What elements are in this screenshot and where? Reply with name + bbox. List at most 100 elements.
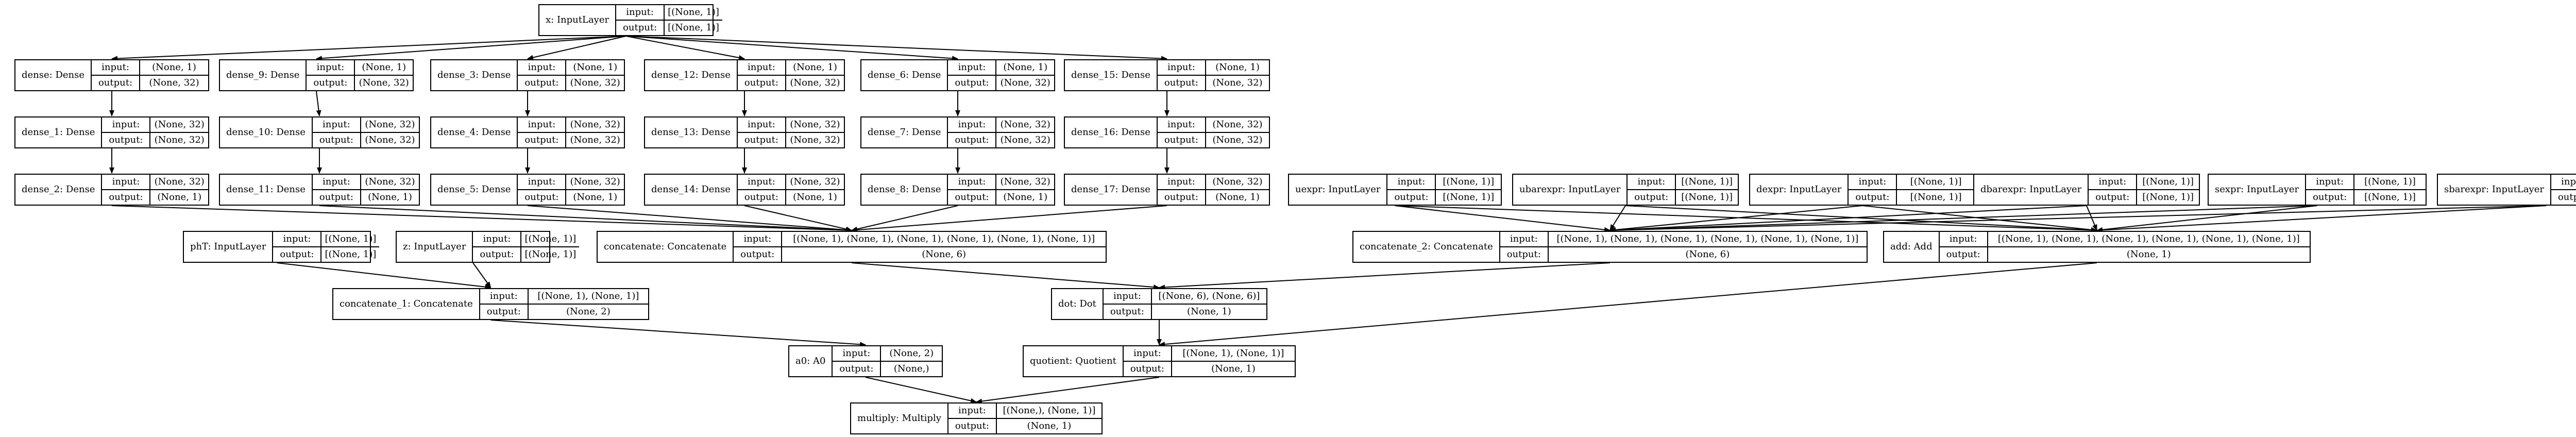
edge-uexpr-to-concatenate_2 [1395,205,1611,232]
input-shape: [(None, 1), (None, 1)] [1182,348,1284,359]
input-shape: (None, 32) [154,119,205,130]
input-key: input: [1628,175,1676,189]
layer-name: dense_12: Dense [645,60,738,90]
input-key: input: [2551,175,2576,189]
input-key: input: [518,60,567,75]
output-key: output: [1500,247,1549,262]
input-shape: [(None, 1), (None, 1), (None, 1), (None,… [793,233,1095,244]
layer-name: concatenate_1: Concatenate [333,289,480,319]
input-shape: [(None, 1)] [1443,176,1495,187]
output-key: output: [948,190,997,205]
output-shape: (None, 1) [1027,421,1072,431]
output-key: output: [1387,190,1436,205]
output-shape: (None, 1) [793,192,837,203]
output-key: output: [1158,190,1206,205]
output-shape: [(None, 1)] [2142,192,2194,203]
output-key: output: [738,133,786,147]
layer-name: dense_13: Dense [645,117,738,147]
output-key: output: [948,76,997,90]
input-key: input: [313,175,361,189]
layer-name: concatenate_2: Concatenate [1353,232,1500,262]
layer-name: x: InputLayer [539,5,617,35]
output-shape: [(None, 1)] [1443,192,1495,203]
output-shape: (None, 1) [573,192,618,203]
layer-name: ubarexpr: InputLayer [1513,175,1628,205]
edge-x-to-dense_9 [316,36,626,61]
edge-dbarexpr-to-concatenate_2 [1609,205,2087,233]
layer-name: quotient: Quotient [1024,346,1124,376]
output-shape: (None, 1) [157,192,202,203]
input-shape: (None, 32) [1212,119,1263,130]
edge-sbarexpr-to-add [2096,205,2547,233]
output-shape: (None, 6) [1685,249,1730,260]
output-key: output: [2089,190,2138,205]
output-key: output: [948,133,997,147]
input-shape: (None, 32) [154,176,205,187]
output-key: output: [2551,190,2576,205]
output-shape: [(None, 1)] [325,249,377,260]
input-key: input: [738,60,786,75]
input-shape: (None, 1) [1003,62,1048,73]
input-key: input: [313,117,361,132]
output-key: output: [1104,305,1152,319]
input-key: input: [480,289,529,304]
output-shape: (None, 1) [1215,192,1260,203]
edge-concatenate_2-to-dot [1159,262,1611,290]
output-key: output: [1124,362,1172,376]
input-key: input: [2306,175,2355,189]
input-key: input: [102,117,151,132]
edge-dense_5-to-concatenate [527,205,852,233]
output-key: output: [473,247,522,262]
layer-name: multiply: Multiply [851,404,948,433]
output-key: output: [833,362,882,376]
edge-sexpr-to-add [2096,205,2317,232]
edge-sexpr-to-concatenate_2 [1609,205,2317,233]
layer-name: dense_8: Dense [861,175,948,205]
edge-uexpr-to-add [1395,205,2097,233]
output-shape: (None, 1) [1211,363,1256,374]
output-shape: (None, 1) [1003,192,1048,203]
output-shape: (None, 32) [1212,77,1263,88]
input-shape: (None, 32) [1000,119,1050,130]
input-key: input: [1387,175,1436,189]
layer-name: dense_3: Dense [431,60,518,90]
edge-concatenate_1-to-a0 [490,320,866,347]
input-key: input: [518,175,567,189]
layer-name: dense_11: Dense [220,175,313,205]
input-key: input: [1849,175,1897,189]
input-key: input: [518,117,567,132]
input-shape: [(None, 6), (None, 6)] [1158,291,1260,301]
output-shape: (None, 1) [368,192,412,203]
layer-name: add: Add [1884,232,1940,262]
edge-x-to-dense [111,36,626,61]
layer-name: phT: InputLayer [184,232,274,262]
output-shape: [(None, 1)] [524,249,577,260]
output-shape: [(None, 1)] [668,22,719,33]
edge-dense_14-to-concatenate [744,205,852,232]
output-shape: (None, 32) [154,135,205,145]
input-shape: (None, 1) [362,62,406,73]
edge-concatenate-to-dot [851,262,1160,290]
layer-name: dense_10: Dense [220,117,313,147]
input-shape: [(None, 1)] [524,233,577,244]
output-shape: (None, 32) [149,77,199,88]
output-key: output: [307,76,355,90]
input-key: input: [307,60,355,75]
layer-name: dense_2: Dense [15,175,103,205]
